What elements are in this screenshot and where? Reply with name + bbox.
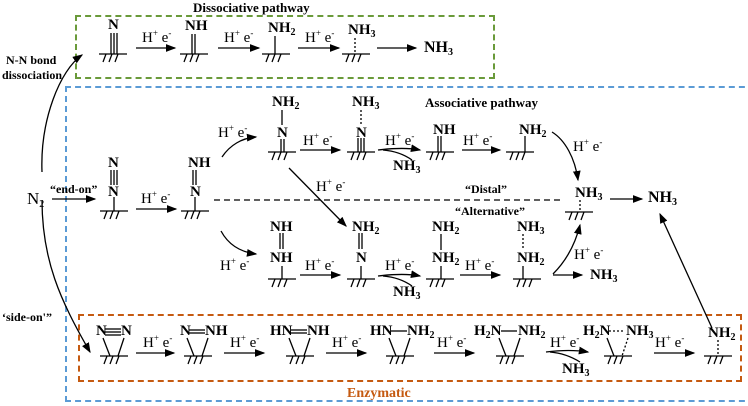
side-on-label: ‘side-on'”: [2, 310, 53, 324]
species-nh3: NH3: [626, 323, 654, 341]
product-nh3: NH3: [648, 189, 677, 208]
arrow-distal-2: [377, 144, 422, 153]
released-nh3: NH3: [393, 284, 421, 302]
species-hn: HN: [270, 323, 293, 339]
species-nh2: NH2: [268, 20, 296, 38]
species-nh2: NH2: [519, 122, 547, 140]
species-nh3: NH3: [575, 185, 603, 203]
arrow-to-side-on: [41, 199, 91, 354]
alternative-label: “Alternative”: [455, 204, 525, 218]
surface-diss: [99, 53, 370, 63]
species-nh: NH: [188, 155, 211, 171]
species-nh2: NH2: [517, 250, 545, 268]
he-label: H+ e-: [332, 333, 362, 351]
he-label: H+ e-: [316, 177, 346, 195]
species-nh2: NH2: [272, 94, 300, 112]
arrow-alt-to-nh3: [552, 223, 582, 275]
he-label: H+ e-: [463, 131, 493, 149]
released-nh3: NH3: [590, 267, 618, 285]
arrow-nh2-to-nh3: [551, 131, 581, 182]
released-nh3: NH3: [562, 361, 590, 379]
he-label: H+ e-: [550, 333, 580, 351]
dissociative-pathway-box: [75, 15, 495, 79]
nn-bond-label: N-N bond: [6, 53, 57, 67]
dissociation-label: dissociation: [2, 68, 63, 82]
arrow-to-distal-branch: [221, 133, 258, 158]
arrow-enz-5: [545, 346, 590, 355]
arrow-to-dissociative: [41, 54, 84, 173]
he-label: H+ e-: [437, 333, 467, 351]
species-nh: NH: [433, 122, 456, 138]
species-nh2: NH2: [407, 323, 435, 341]
arrow-alt-2: [377, 270, 422, 279]
distal-label: “Distal”: [465, 182, 507, 196]
species-nh2: NH2: [708, 325, 736, 343]
species-nh3: NH3: [348, 22, 376, 40]
he-label: H+ e-: [220, 256, 250, 274]
he-label: H+ e-: [305, 256, 335, 274]
released-nh3: NH3: [393, 158, 421, 176]
associative-pathway-title: Associative pathway: [425, 95, 539, 110]
dissociative-pathway-title: Dissociative pathway: [193, 0, 310, 15]
species-nh2: NH2: [352, 219, 380, 237]
species-n: N: [180, 323, 191, 339]
he-label: H+ e-: [573, 137, 603, 155]
species-hn: HN: [370, 323, 393, 339]
species-h2n: H2N: [474, 323, 502, 341]
enzymatic-structures: [100, 328, 732, 365]
he-label: H+ e-: [385, 131, 415, 149]
associative-pathway-box: [65, 86, 748, 402]
species-n: N: [356, 125, 367, 141]
species-n: N: [190, 184, 201, 200]
species-nh: NH: [270, 219, 293, 235]
species-nh: NH: [205, 323, 228, 339]
species-nh3: NH3: [517, 219, 545, 237]
species-n: N: [121, 323, 132, 339]
he-label: H+ e-: [465, 256, 495, 274]
he-label: H+ e-: [305, 28, 335, 46]
product-nh3: NH3: [424, 39, 453, 58]
species-nh2: NH2: [432, 250, 460, 268]
he-label: H+ e-: [655, 333, 685, 351]
species-nh: NH: [270, 250, 293, 266]
he-label: H+ e-: [142, 28, 172, 46]
species-n: N: [108, 184, 119, 200]
n2-reactant: N2: [27, 189, 45, 210]
he-label: H+ e-: [224, 28, 254, 46]
enzymatic-pathway-box: [78, 314, 742, 382]
species-n: N: [277, 125, 288, 141]
cross-arrow-distal-to-alt: [288, 167, 347, 227]
species-nh: NH: [307, 323, 330, 339]
species-n: N: [108, 17, 119, 33]
he-label: H+ e-: [574, 245, 604, 263]
species-n: N: [108, 155, 119, 171]
species-nh3: NH3: [352, 94, 380, 112]
he-label: H+ e-: [143, 333, 173, 351]
he-label: H+ e-: [218, 123, 248, 141]
he-label: H+ e-: [385, 256, 415, 274]
he-label: H+ e-: [230, 333, 260, 351]
he-label: H+ e-: [303, 131, 333, 149]
species-nh: NH: [185, 18, 208, 34]
arrow-enzymatic-to-nh3: [659, 212, 713, 329]
species-n: N: [96, 323, 107, 339]
arrow-to-alternative-branch: [220, 230, 258, 257]
species-nh2: NH2: [518, 323, 546, 341]
enzymatic-title: Enzymatic: [347, 386, 411, 401]
he-label: H+ e-: [141, 189, 171, 207]
species-n: N: [356, 250, 367, 266]
end-on-label: “end-on”: [50, 182, 98, 196]
species-h2n: H2N: [583, 323, 611, 341]
species-nh2: NH2: [432, 219, 460, 237]
